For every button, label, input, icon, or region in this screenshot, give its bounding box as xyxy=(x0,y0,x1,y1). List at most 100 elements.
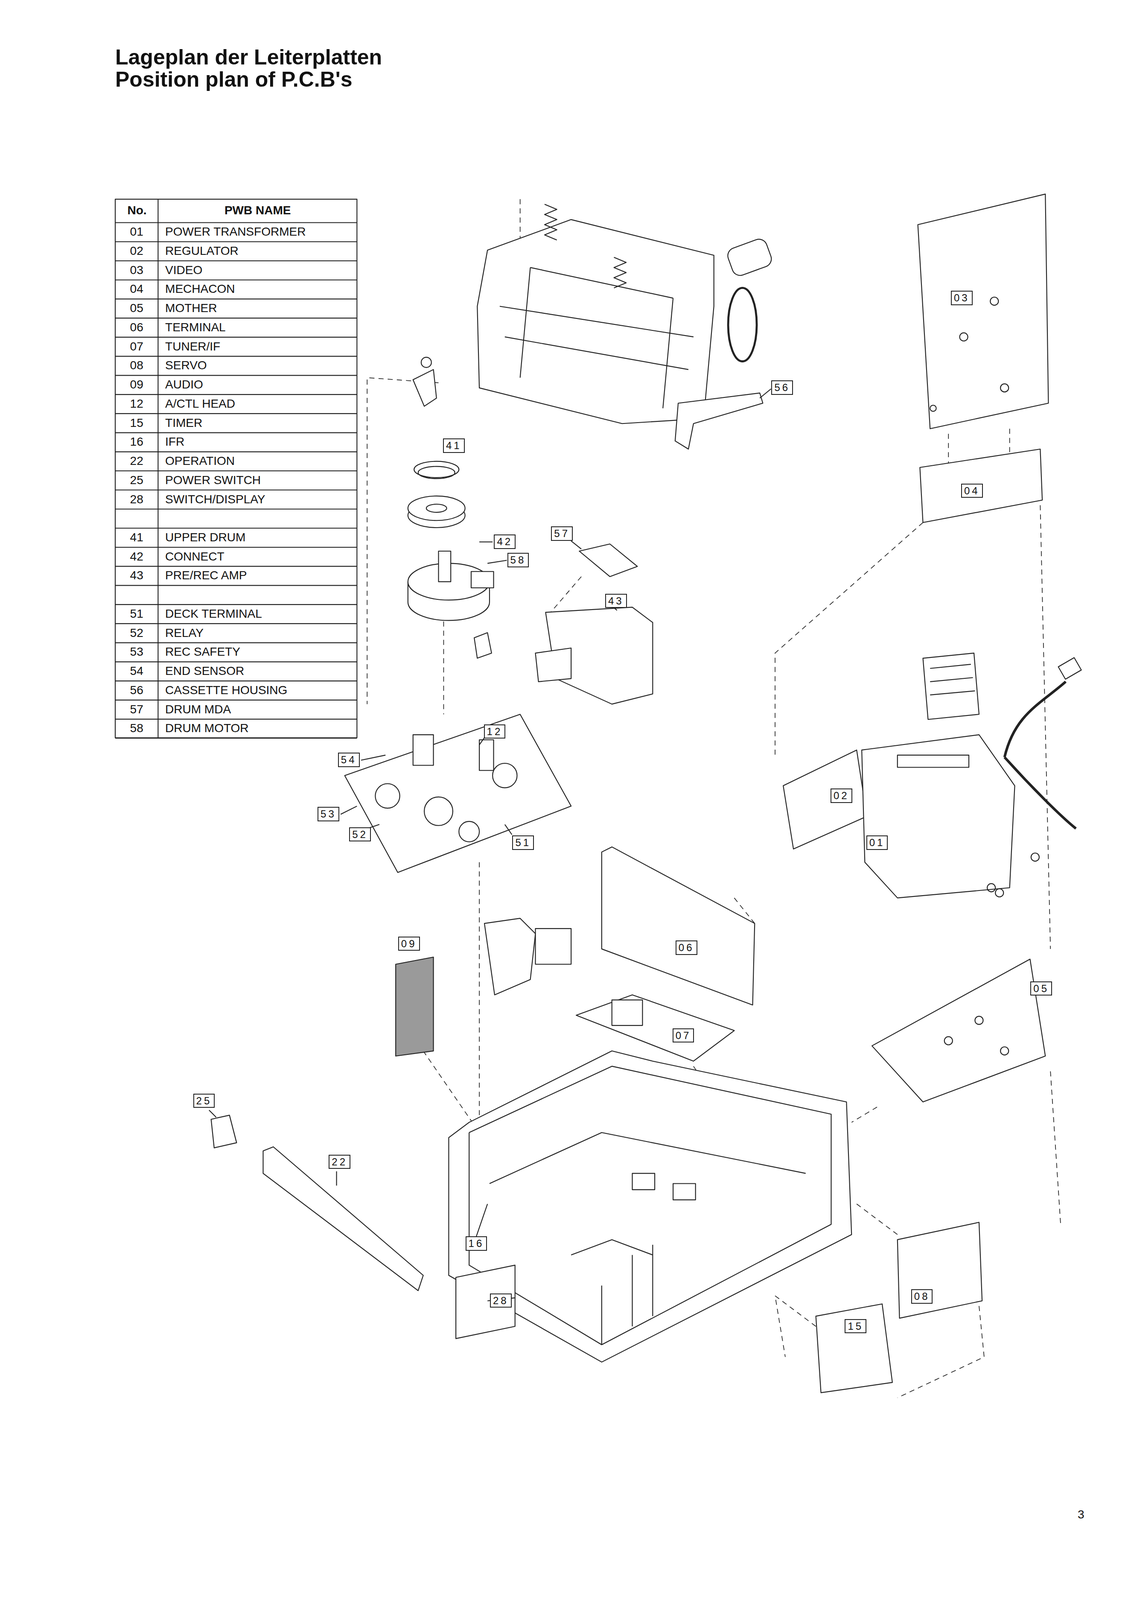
drawing-stroke xyxy=(675,393,764,449)
drawing-stroke xyxy=(423,1050,480,1133)
table-row-line xyxy=(115,603,357,605)
table-row-line xyxy=(115,298,357,300)
table-header: No. xyxy=(127,203,147,218)
drawing-stroke xyxy=(929,405,936,412)
drawing-stroke xyxy=(974,1016,983,1025)
table-cell: CONNECT xyxy=(165,549,225,564)
table-row-line xyxy=(115,279,357,281)
drawing-stroke xyxy=(367,377,439,705)
callout-text: 09 xyxy=(401,937,417,950)
table-row-line xyxy=(115,546,357,548)
callout-number: 07 xyxy=(672,1028,695,1043)
table-cell: POWER TRANSFORMER xyxy=(165,224,306,239)
table-row-line xyxy=(115,623,357,624)
drawing-stroke xyxy=(115,199,357,738)
table-row-line xyxy=(115,241,357,242)
table-cell: 43 xyxy=(130,568,144,583)
table-cell: 15 xyxy=(130,416,144,430)
table-row-line xyxy=(115,508,357,510)
deck-mechanism xyxy=(340,714,572,872)
drawing-stroke xyxy=(601,846,755,1005)
callout-number: 06 xyxy=(675,940,698,955)
drawing-stroke xyxy=(421,357,432,368)
drawing-stroke xyxy=(477,219,714,424)
table-row-line xyxy=(115,737,357,739)
callout-number: 53 xyxy=(317,806,340,822)
drawing-stroke xyxy=(579,543,638,577)
drawing-stroke xyxy=(990,297,999,306)
table-cell: 56 xyxy=(130,683,144,697)
drawing-stroke xyxy=(474,632,492,659)
drawing-stroke xyxy=(211,1114,237,1148)
drawing-stroke xyxy=(816,1303,893,1393)
callout-number: 04 xyxy=(961,483,983,499)
callout-text: 22 xyxy=(331,1155,348,1168)
table-row-line xyxy=(115,584,357,586)
callout-text: 25 xyxy=(196,1094,213,1107)
drawing-stroke xyxy=(571,1239,653,1255)
drawing-stroke xyxy=(484,918,536,995)
table-cell: END SENSOR xyxy=(165,664,245,678)
drawing-stroke xyxy=(455,1265,516,1339)
table-row-line xyxy=(115,527,357,529)
drawing-stroke xyxy=(520,267,531,378)
table-cell: 58 xyxy=(130,721,144,735)
table-row-line xyxy=(115,336,357,338)
drawing-stroke xyxy=(851,1106,878,1123)
table-cell: DECK TERMINAL xyxy=(165,606,263,621)
callout-text: 53 xyxy=(320,807,337,820)
callout-text: 01 xyxy=(869,836,886,849)
callout-text: 15 xyxy=(847,1320,864,1332)
drawing-stroke xyxy=(662,297,674,409)
drawing-stroke xyxy=(775,522,923,755)
drawing-stroke xyxy=(438,550,452,582)
callout-number: 16 xyxy=(465,1235,488,1251)
table-cell: UPPER DRUM xyxy=(165,530,246,545)
page-title: Lageplan der Leiterplatten Position plan… xyxy=(115,46,466,91)
drawing-stroke xyxy=(1004,757,1076,829)
table-cell: 41 xyxy=(130,530,144,545)
callout-number: 01 xyxy=(866,835,889,850)
callout-text: 57 xyxy=(553,527,570,540)
drawing-stroke xyxy=(861,734,1015,898)
table-cell: VIDEO xyxy=(165,263,203,277)
drawing-stroke xyxy=(395,956,434,1056)
callout-number: 42 xyxy=(493,534,516,549)
table-cell: POWER SWITCH xyxy=(165,473,261,487)
table-cell: 03 xyxy=(130,263,144,277)
table-cell: IFR xyxy=(165,434,185,449)
drawing-stroke xyxy=(1050,1071,1061,1225)
table-cell: MECHACON xyxy=(165,282,235,296)
pwb-table-grid xyxy=(115,199,357,738)
table-cell: RELAY xyxy=(165,626,204,640)
callout-number: 03 xyxy=(950,290,973,306)
callout-number: 09 xyxy=(398,936,420,951)
drawing-stroke xyxy=(535,647,572,682)
table-row-line xyxy=(115,642,357,644)
callout-text: 56 xyxy=(774,381,790,394)
callout-number: 43 xyxy=(605,593,627,609)
drawing-stroke xyxy=(652,1244,653,1316)
chassis xyxy=(448,1050,852,1362)
drawing-stroke xyxy=(550,576,582,613)
drawing-stroke xyxy=(759,388,771,399)
drawing-stroke xyxy=(476,1203,488,1236)
drawing-stroke xyxy=(614,257,627,289)
callout-number: 56 xyxy=(771,380,793,395)
drawing-stroke xyxy=(673,1183,696,1200)
drawing-stroke xyxy=(408,495,466,521)
table-cell: A/CTL HEAD xyxy=(165,396,236,411)
callout-number: 25 xyxy=(193,1093,216,1108)
drawing-stroke xyxy=(571,540,582,549)
page-number: 3 xyxy=(1077,1507,1085,1522)
drawing-stroke xyxy=(478,862,480,1123)
drawing-stroke xyxy=(632,1173,656,1190)
drawing-stroke xyxy=(471,571,494,588)
drawing-stroke xyxy=(987,883,996,892)
table-cell: DRUM MDA xyxy=(165,702,231,717)
callout-number: 28 xyxy=(489,1293,512,1308)
table-cell: 05 xyxy=(130,301,144,315)
drawing-stroke xyxy=(897,1221,983,1318)
